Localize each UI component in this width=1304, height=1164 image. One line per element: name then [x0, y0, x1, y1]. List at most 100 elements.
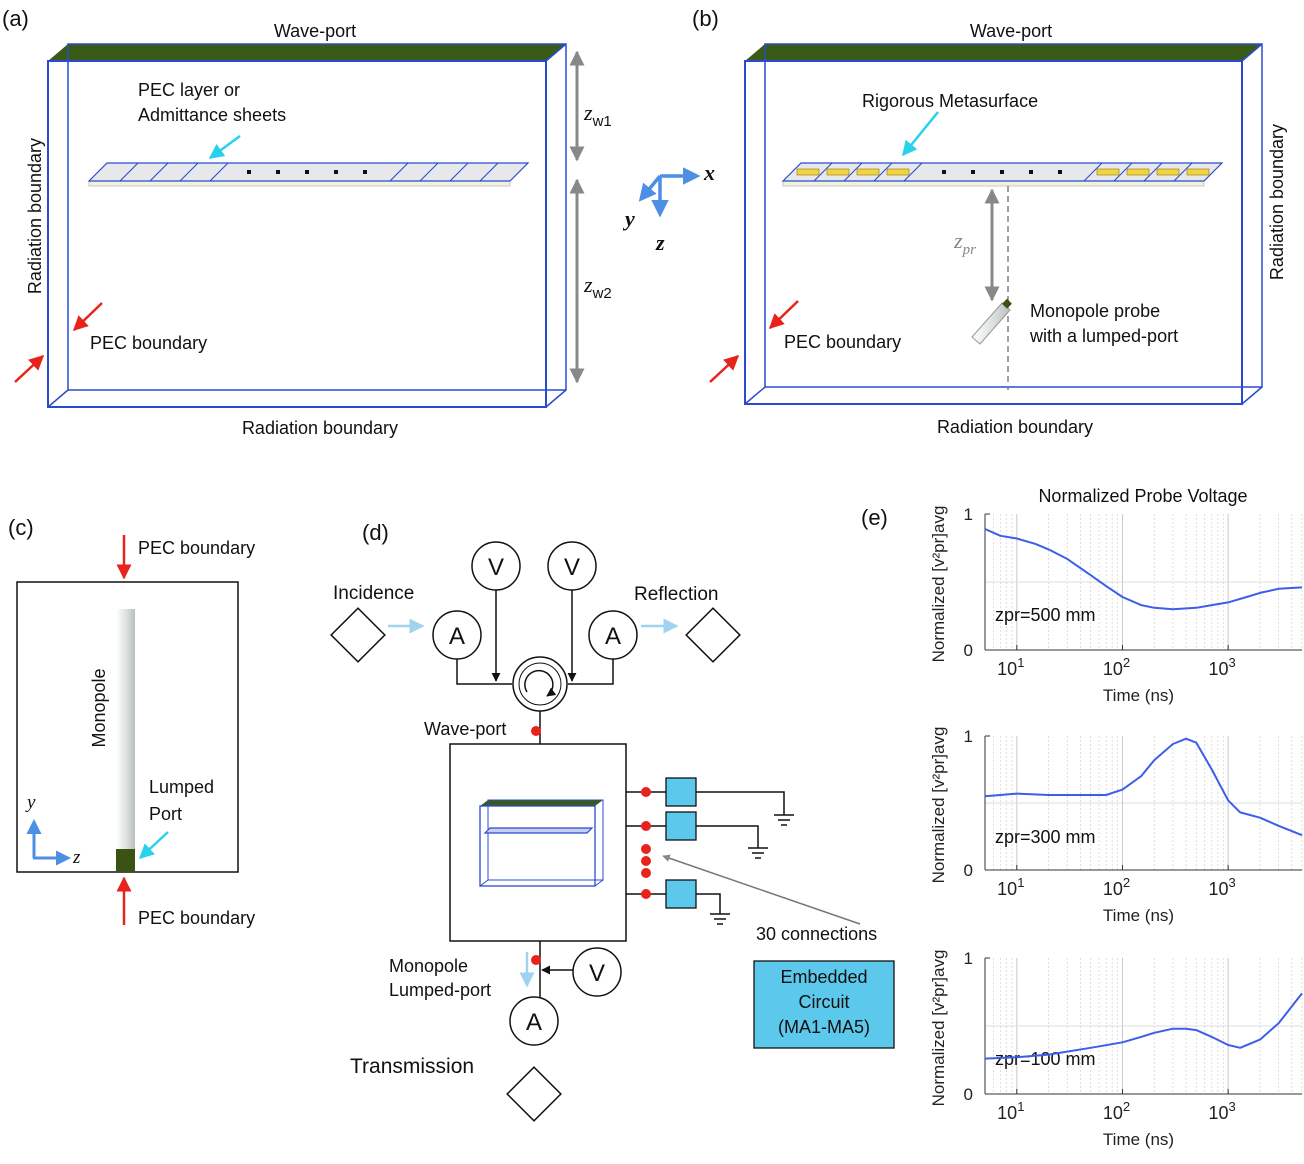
axis-y-label: y — [25, 792, 36, 813]
box-front-face — [47, 60, 547, 408]
x-tick-label: 102 — [1103, 875, 1130, 899]
x-axis-label: Time (ns) — [1103, 686, 1174, 705]
x-tick-exponent: 3 — [1229, 1099, 1236, 1114]
radiation-boundary-right: Radiation boundary — [1267, 124, 1287, 280]
x-tick-exponent: 1 — [1017, 655, 1024, 670]
voltmeter-right-label: V — [564, 554, 580, 581]
box-edge — [1241, 43, 1263, 62]
series-line — [984, 992, 1303, 1060]
wave-port-label: Wave-port — [274, 21, 356, 41]
monopole-port-label-1: Monopole — [389, 956, 468, 976]
sheet-label-2: Admittance sheets — [138, 105, 286, 125]
embedded-element-2 — [665, 811, 697, 841]
pec-boundary-label: PEC boundary — [90, 333, 207, 353]
transmission-port-diamond — [506, 1066, 562, 1122]
chart-title: Normalized Probe Voltage — [1038, 486, 1247, 506]
mini-box-back — [487, 799, 604, 881]
panel-d-tag: (d) — [362, 520, 389, 545]
ammeter-reflection-label: A — [605, 623, 621, 650]
sheet-cells — [119, 162, 499, 182]
axis-z-label: z — [72, 847, 81, 868]
panel-a: (a) PEC layer or Admittanc — [2, 6, 612, 438]
x-tick-label: 103 — [1209, 655, 1236, 679]
mini-metasurface — [483, 827, 594, 834]
y-axis-label: Normalized [v²pr]avg — [929, 506, 948, 663]
metasurface-base — [782, 180, 1205, 187]
ammeter-transmission — [509, 996, 559, 1046]
x-tick-exponent: 2 — [1123, 875, 1130, 890]
ammeter-incidence-label: A — [449, 623, 465, 650]
x-tick-exponent: 2 — [1123, 1099, 1130, 1114]
x-tick-label: 101 — [997, 875, 1024, 899]
y-tick-label: 1 — [964, 949, 973, 968]
x-tick-label: 102 — [1103, 1099, 1130, 1123]
reflection-label: Reflection — [634, 584, 719, 605]
embedded-circuit-box — [753, 960, 895, 1049]
lumped-port-pointer — [138, 831, 169, 860]
wave-port-label: Wave-port — [970, 21, 1052, 41]
wave-port-label: Wave-port — [424, 719, 506, 739]
zpr-annotation: zpr=300 mm — [995, 827, 1096, 847]
panel-d: (d) — [330, 520, 895, 1122]
lumped-port-block — [116, 849, 135, 872]
circulator-inner — [518, 662, 562, 706]
panel-a-tag: (a) — [2, 6, 29, 31]
zpr-annotation: zpr=100 mm — [995, 1049, 1096, 1069]
wave-port-top-face — [745, 44, 1262, 61]
ammeter-reflection — [588, 610, 638, 660]
lumped-label-1: Lumped — [149, 777, 214, 797]
embedded-circuit-label-3: (MA1-MA5) — [778, 1017, 870, 1037]
incidence-port-diamond — [330, 607, 386, 663]
lumped-port-marker — [1002, 298, 1012, 309]
x-tick-label: 103 — [1209, 875, 1236, 899]
monopole-label: Monopole — [89, 668, 109, 747]
panel-e-tag: (e) — [861, 505, 888, 530]
metasurface-label: Rigorous Metasurface — [862, 91, 1038, 111]
incidence-label: Incidence — [333, 583, 414, 604]
series-line — [984, 737, 1303, 837]
embedded-element-3 — [665, 879, 697, 909]
y-tick-label: 0 — [964, 641, 973, 660]
x-tick-label: 101 — [997, 655, 1024, 679]
box-edge — [545, 389, 567, 408]
x-tick-label: 101 — [997, 1099, 1024, 1123]
y-tick-label: 1 — [964, 505, 973, 524]
y-tick-label: 1 — [964, 727, 973, 746]
metasurface-unit-cells — [796, 168, 1210, 176]
axis-y-label: y — [622, 206, 635, 231]
transmission-label: Transmission — [350, 1055, 474, 1078]
embedded-circuit-label-1: Embedded — [780, 967, 867, 987]
pec-boundary-bottom-label: PEC boundary — [138, 908, 255, 928]
radiation-boundary-left: Radiation boundary — [25, 138, 45, 294]
sheet-label-1: PEC layer or — [138, 80, 240, 100]
metasurface-dots — [942, 170, 1062, 174]
voltmeter-bottom-label: V — [589, 960, 605, 987]
mini-wave-port — [480, 800, 603, 806]
x-axis-label: Time (ns) — [1103, 906, 1174, 925]
box-edge — [1241, 386, 1263, 405]
metasurface-pointer-arrow — [902, 111, 939, 157]
connection-nodes — [531, 726, 651, 965]
box-back-face — [67, 43, 567, 391]
axis-y-arrow — [638, 174, 662, 202]
sheet-base — [88, 180, 511, 187]
monopole-port-label-2: Lumped-port — [389, 980, 491, 1000]
box-edge — [545, 43, 567, 62]
circulator-arrow — [524, 669, 557, 697]
sheet-dots — [247, 170, 367, 174]
ammeter-incidence — [432, 610, 482, 660]
y-tick-label: 0 — [964, 1085, 973, 1104]
monopole-probe — [971, 302, 1011, 345]
lumped-label-2: Port — [149, 804, 182, 824]
mini-box-front — [479, 805, 596, 887]
y-axis-label: Normalized [v²pr]avg — [929, 727, 948, 884]
x-axis-label: Time (ns) — [1103, 1130, 1174, 1149]
pec-arrow-outer — [14, 354, 45, 383]
panel-c: (c) Monopole Lumped Port PEC boundary PE… — [8, 515, 255, 928]
pec-boundary-label: PEC boundary — [784, 332, 901, 352]
pec-arrow-inner — [768, 300, 799, 330]
zw1-label: zw1 — [583, 100, 612, 130]
